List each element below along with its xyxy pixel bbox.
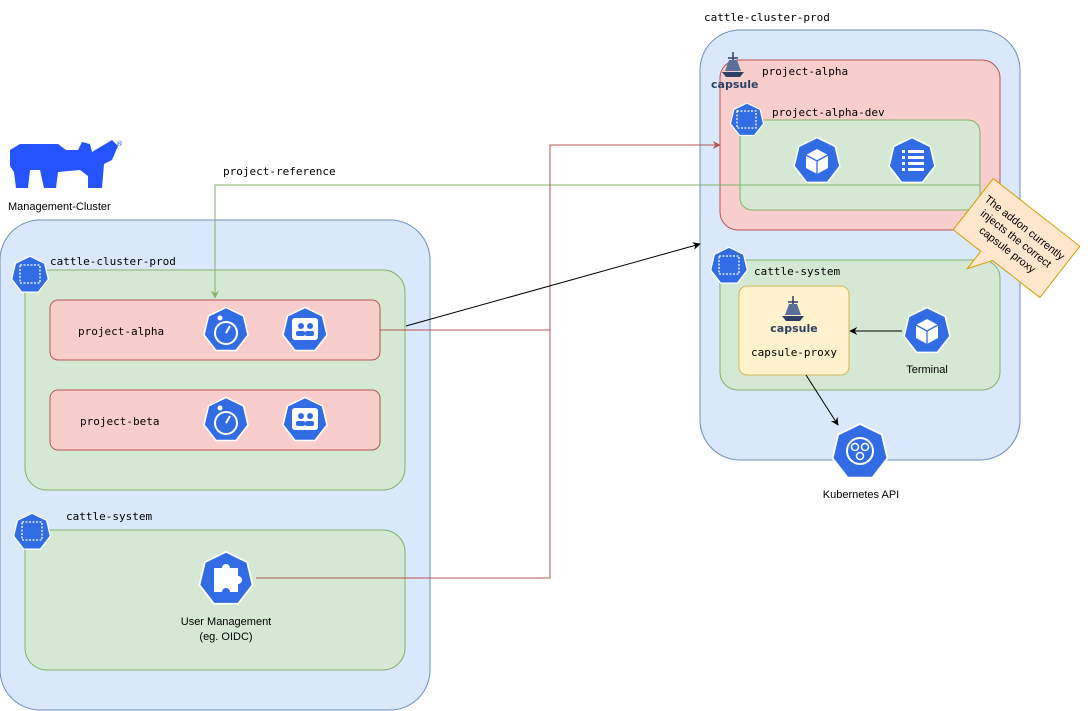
user-management-connector xyxy=(256,330,551,579)
list-icon xyxy=(888,136,936,184)
quota-icon xyxy=(203,396,249,442)
namespace-icon xyxy=(11,255,49,293)
pod-icon xyxy=(793,136,841,184)
capsule-logo-icon xyxy=(722,52,744,77)
terminal-pod-icon xyxy=(903,306,951,354)
terminal-label: Terminal xyxy=(906,364,948,376)
project-reference-label: project-reference xyxy=(223,165,336,178)
project-sync-connector xyxy=(380,141,721,331)
cluster-access-connector xyxy=(405,242,701,327)
right-cattle-system-label: cattle-system xyxy=(754,265,840,278)
management-cluster-label: Management-Cluster xyxy=(8,201,111,213)
right-cluster-label: cattle-cluster-prod xyxy=(704,11,830,24)
namespace-icon xyxy=(729,102,765,136)
users-icon xyxy=(282,396,328,442)
users-icon xyxy=(282,306,328,352)
capsule-logo-text: capsule xyxy=(711,78,758,91)
user-management-label: User Management xyxy=(181,616,272,628)
left-project-beta-label: project-beta xyxy=(80,415,159,428)
project-reference-connector xyxy=(211,184,980,299)
project-alpha-dev-label: project-alpha-dev xyxy=(772,106,885,119)
right-project-alpha-label: project-alpha xyxy=(762,65,848,78)
svg-text:®: ® xyxy=(116,140,123,148)
capsule-logo-icon xyxy=(782,296,804,321)
addon-note-callout: The addon currently injects the correct … xyxy=(952,177,1081,299)
project-alpha-dev-namespace xyxy=(739,119,981,211)
proxy-to-api-connector xyxy=(805,374,839,426)
quota-icon xyxy=(203,306,249,352)
capsule-proxy-logo-text: capsule xyxy=(770,322,817,335)
kubernetes-api-label: Kubernetes API xyxy=(823,489,899,501)
kubernetes-api-icon xyxy=(831,422,889,479)
capsule-proxy-label: capsule-proxy xyxy=(751,346,837,359)
left-cluster-prod-label: cattle-cluster-prod xyxy=(50,255,176,268)
namespace-icon xyxy=(710,246,748,284)
left-cattle-system-label: cattle-system xyxy=(66,510,152,523)
capsule-proxy-box xyxy=(738,285,850,376)
user-management-sub-label: (eg. OIDC) xyxy=(199,631,252,643)
rancher-logo-icon: ® xyxy=(10,140,123,188)
puzzle-icon xyxy=(198,550,254,605)
left-project-alpha-label: project-alpha xyxy=(78,325,164,338)
namespace-icon xyxy=(13,512,51,550)
